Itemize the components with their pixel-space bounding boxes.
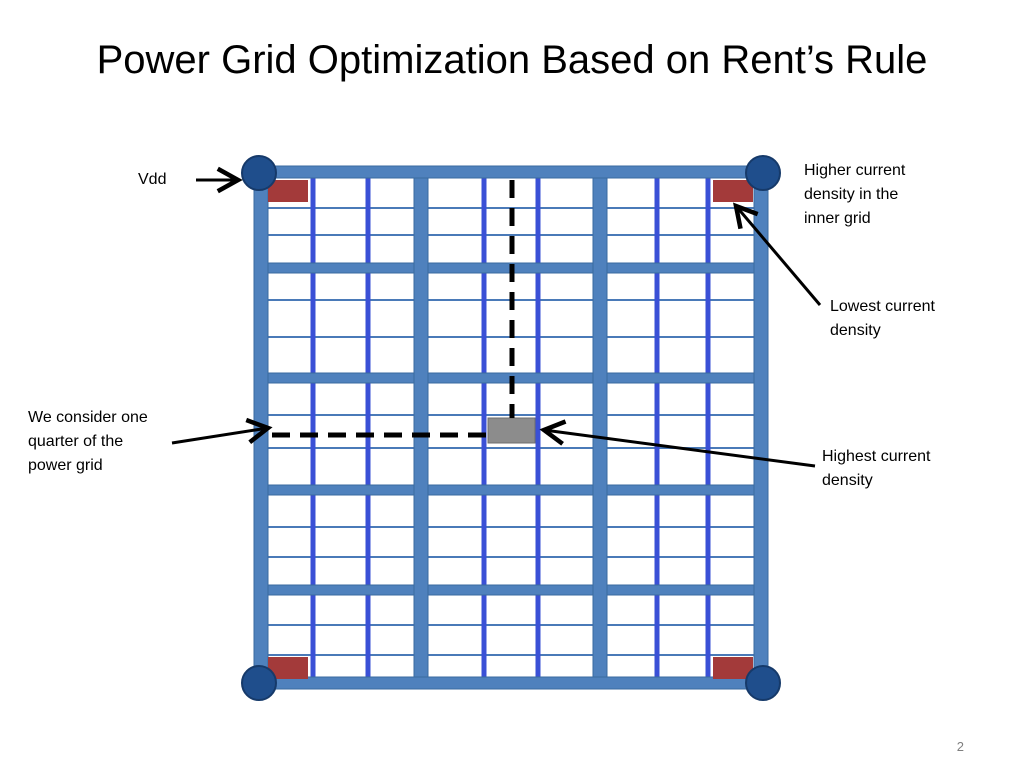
- thick-vertical-wire: [592, 171, 608, 684]
- thin-vertical-wire: [535, 178, 541, 677]
- vdd-label: Vdd: [138, 171, 167, 188]
- quarter-arrow: [171, 428, 268, 445]
- vdd-node: [745, 665, 781, 701]
- highest-density-arrow: [544, 430, 816, 468]
- low-density-block: [713, 657, 753, 679]
- vdd-node: [241, 155, 277, 191]
- slide-title: Power Grid Optimization Based on Rent’s …: [96, 38, 928, 82]
- page-number: 2: [956, 739, 964, 754]
- thick-vertical-wire: [413, 171, 429, 684]
- vdd-node: [745, 155, 781, 191]
- low-density-block: [268, 180, 308, 202]
- highest-current-label: Highest current density: [822, 448, 931, 489]
- thick-horizontal-wire: [259, 584, 763, 596]
- thin-vertical-wire: [310, 178, 316, 677]
- low-density-block: [268, 657, 308, 679]
- power-grid: [241, 155, 781, 701]
- frame-right: [753, 171, 769, 684]
- lowest-current-label: Lowest current density: [830, 298, 935, 339]
- high-density-block: [487, 417, 536, 444]
- quarter-label: We consider one quarter of the power gri…: [28, 409, 148, 474]
- frame-bottom: [259, 676, 763, 690]
- higher-current-label: Higher current density in the inner grid: [804, 162, 906, 227]
- diagram-overlays: [171, 180, 822, 468]
- thick-horizontal-wire: [259, 484, 763, 496]
- lowest-density-arrow: [736, 206, 822, 306]
- low-density-block: [713, 180, 753, 202]
- thin-vertical-wire: [365, 178, 371, 677]
- frame-top: [259, 165, 763, 179]
- thin-vertical-wire: [705, 178, 711, 677]
- thin-vertical-wire: [654, 178, 660, 677]
- vdd-node: [241, 665, 277, 701]
- thin-vertical-wire: [481, 178, 487, 677]
